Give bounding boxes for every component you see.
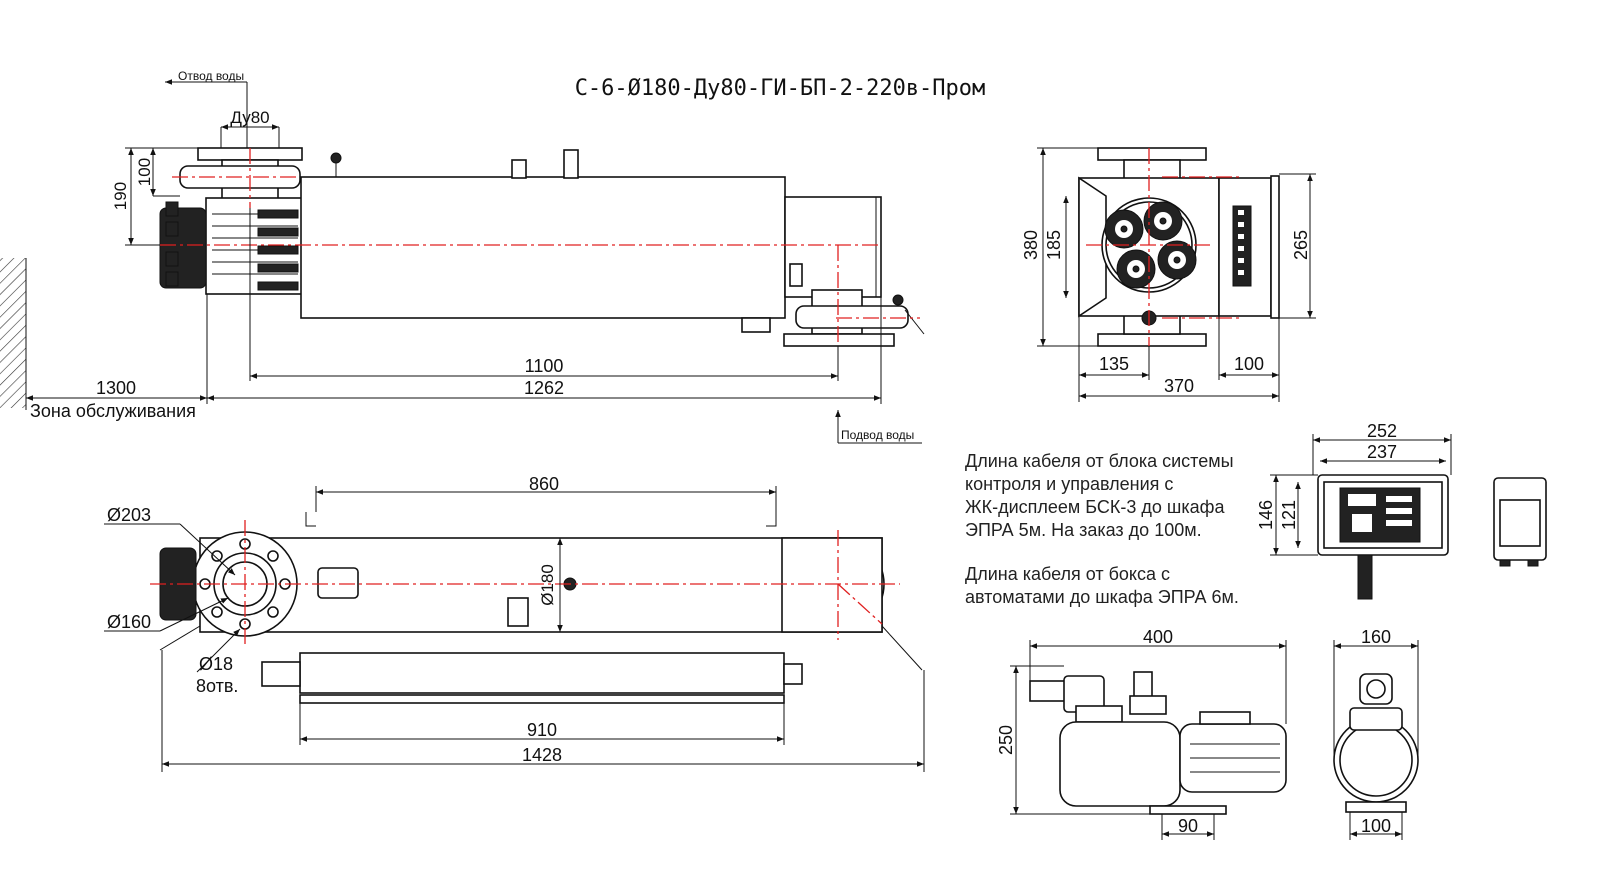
side-view: Отвод воды (0, 69, 925, 444)
dim-185: 185 (1044, 230, 1064, 260)
dim-90: 90 (1178, 816, 1198, 836)
dim-860: 860 (529, 474, 559, 494)
dim-910: 910 (527, 720, 557, 740)
dim-252: 252 (1367, 421, 1397, 441)
inlet-flange (783, 333, 895, 347)
dim-160-pump: 160 (1361, 627, 1391, 647)
dim-1262: 1262 (524, 378, 564, 398)
drawing-title: С-6-Ø180-Ду80-ГИ-БП-2-220в-Пром (575, 76, 986, 101)
cable-breakers-note: Длина кабеля от бокса с автоматами до шк… (965, 564, 1239, 607)
dim-237: 237 (1367, 442, 1397, 462)
dim-100-end: 100 (1234, 354, 1264, 374)
service-zone-label: Зона обслуживания (30, 401, 196, 421)
cable-control-note: Длина кабеля от блока системы контроля и… (965, 451, 1234, 540)
dim-135: 135 (1099, 354, 1129, 374)
outlet-label: Отвод воды (178, 69, 244, 83)
holes-label: 8отв. (196, 676, 238, 696)
end-view: 380 185 265 135 100 370 (1021, 147, 1316, 402)
dim-1300: 1300 (96, 378, 136, 398)
dim-1100: 1100 (525, 356, 564, 376)
dim-370: 370 (1164, 376, 1194, 396)
dim-250: 250 (996, 725, 1016, 755)
end-bottom-flange (1097, 333, 1207, 347)
dim-d180: Ø180 (538, 564, 557, 606)
dim-190: 190 (111, 182, 130, 210)
pump-housing (1059, 721, 1181, 807)
pump-inlet (1029, 680, 1069, 702)
plan-view: 860 Ø180 Ø203 Ø160 Ø18 8отв. 910 1428 (104, 474, 925, 772)
dim-100-pump: 100 (1361, 816, 1391, 836)
pump-view: 400 250 90 160 100 (996, 627, 1419, 840)
reactor-body (300, 176, 786, 319)
inlet-label: Подвод воды (841, 428, 914, 442)
dim-d160: Ø160 (107, 612, 151, 632)
dim-146: 146 (1256, 500, 1276, 530)
dim-1428: 1428 (522, 745, 562, 765)
dim-d18: Ø18 (199, 654, 233, 674)
dim-du80: Ду80 (230, 108, 269, 127)
dim-400: 400 (1143, 627, 1173, 647)
wall-hatch (0, 258, 26, 408)
dim-380: 380 (1021, 230, 1041, 260)
end-top-flange (1097, 147, 1207, 161)
dim-100-top: 100 (135, 158, 154, 186)
dim-d203: Ø203 (107, 505, 151, 525)
dim-265: 265 (1291, 230, 1311, 260)
plan-lamp-rail (299, 652, 785, 694)
dim-121: 121 (1279, 500, 1299, 530)
control-box-view: 252 237 146 121 (1256, 421, 1547, 600)
